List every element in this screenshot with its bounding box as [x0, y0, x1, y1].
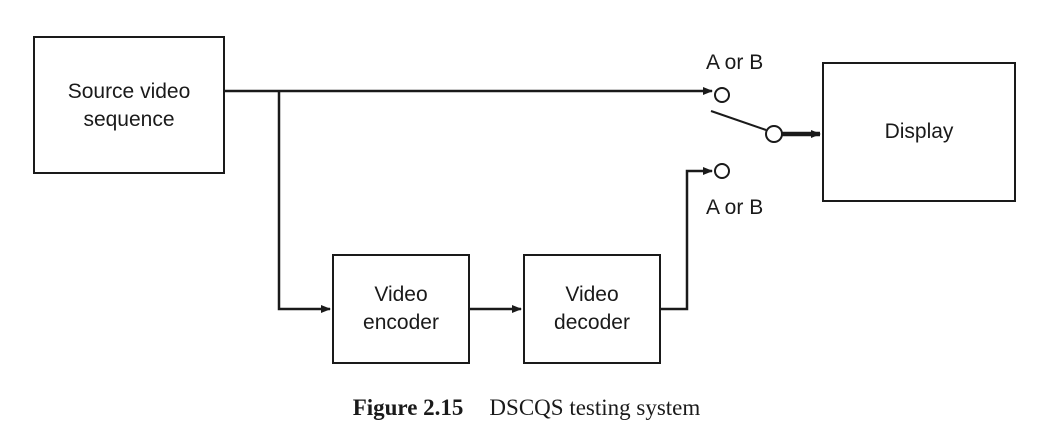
source-block-line2: sequence — [83, 108, 175, 131]
switch-lever — [710, 110, 767, 131]
arrow-decoder-to-switch-b — [661, 167, 713, 311]
figure-number: Figure 2.15 — [352, 395, 464, 420]
switch-contact-bottom — [714, 163, 730, 179]
switch-pivot — [765, 125, 783, 143]
decoder-block-line1: Video — [565, 283, 619, 306]
display-block: Display — [822, 62, 1016, 202]
encoder-block-line2: encoder — [363, 311, 439, 334]
source-video-block: Source video sequence — [33, 36, 225, 174]
arrow-source-to-encoder — [277, 91, 331, 313]
figure-title: DSCQS testing system — [489, 395, 701, 420]
video-decoder-block: Video decoder — [523, 254, 661, 364]
display-block-label: Display — [884, 120, 954, 143]
decoder-block-line2: decoder — [554, 311, 630, 334]
figure-caption: Figure 2.15 DSCQS testing system — [0, 393, 1053, 423]
source-block-line1: Source video — [67, 80, 191, 103]
switch-label-top: A or B — [706, 51, 764, 74]
video-encoder-block: Video encoder — [332, 254, 470, 364]
switch-label-bottom: A or B — [706, 196, 764, 219]
encoder-block-line1: Video — [374, 283, 428, 306]
switch-contact-top — [714, 87, 730, 103]
